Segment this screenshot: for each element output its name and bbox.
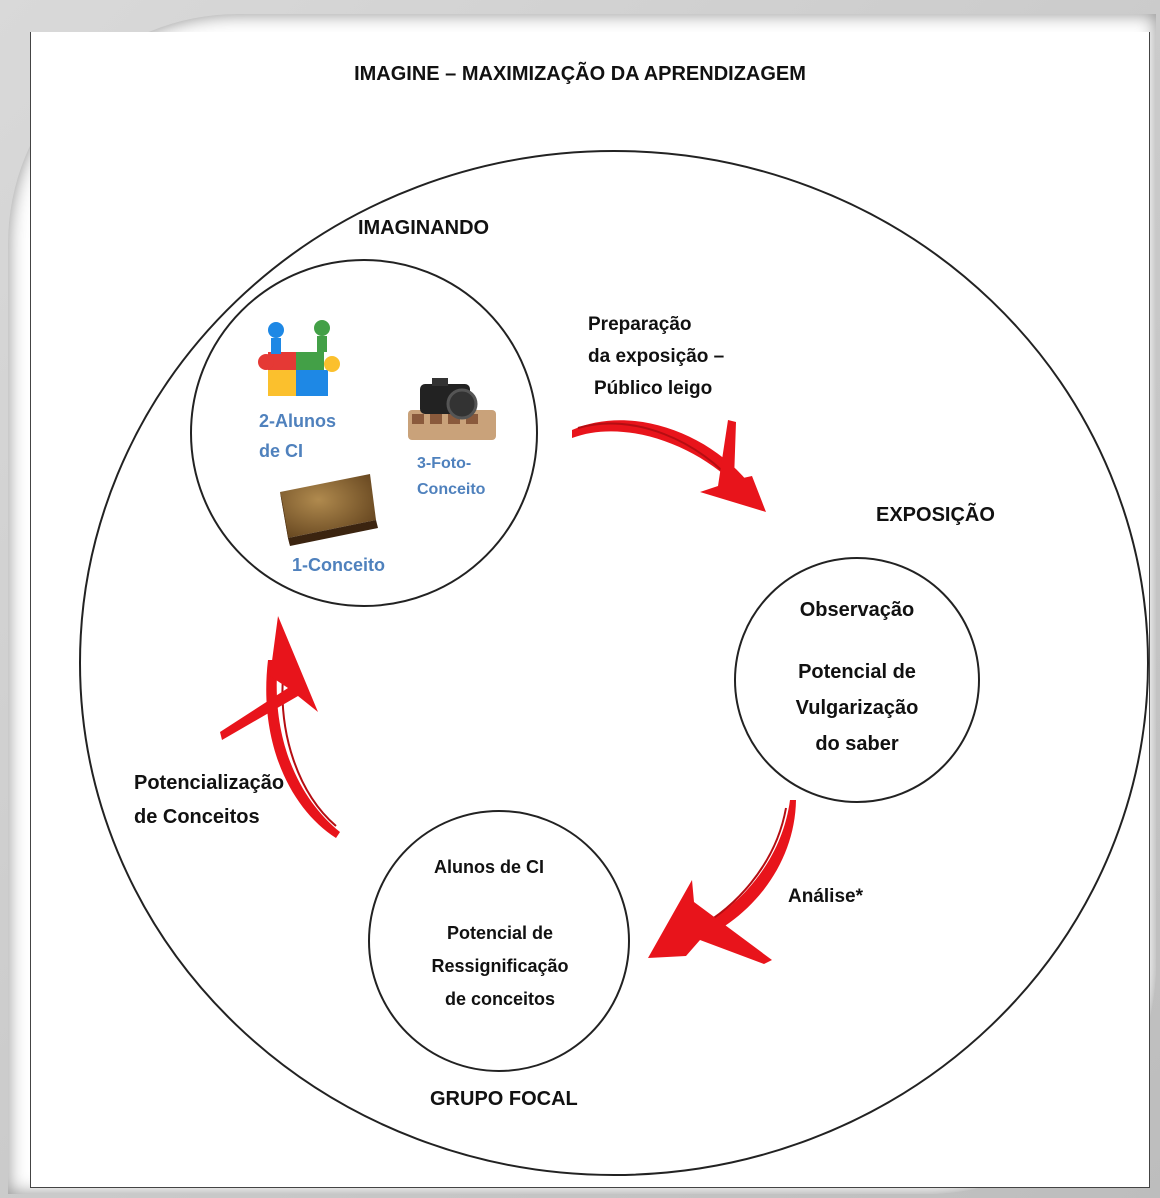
team-puzzle-icon (258, 320, 340, 396)
ressignificacao-line-1: Potencial de (446, 923, 554, 943)
vulgarizacao-text: Potencial de Vulgarização do saber (777, 654, 937, 762)
alunos-ci-text: Alunos de CI (434, 857, 545, 877)
vulgarizacao-line-3: do saber (815, 733, 899, 755)
preparacao-line-2: da exposição – (588, 346, 725, 367)
exposicao-heading: EXPOSIÇÃO (876, 504, 995, 526)
analise-label: Análise* (788, 886, 863, 907)
potencializacao-label: Potencialização de Conceitos (134, 766, 284, 834)
arrow-potencializacao (220, 616, 340, 838)
preparacao-line-3: Público leigo (594, 378, 713, 399)
camera-film-icon (408, 378, 496, 440)
outer-cycle-circle (79, 150, 1149, 1176)
old-book-icon (280, 474, 378, 546)
alunos-ci-line-1: 2-Alunos (259, 411, 337, 431)
ressignificacao-text: Potencial de Ressignificação de conceito… (420, 917, 580, 1016)
ressignificacao-line-2: Ressignificação (431, 956, 569, 976)
foto-conceito-line-2: Conceito (417, 481, 486, 498)
potencializacao-line-1: Potencialização (134, 772, 285, 794)
arrow-preparacao (572, 420, 766, 512)
preparacao-line-1: Preparação (588, 314, 692, 335)
alunos-ci-line-2: de CI (259, 441, 304, 461)
vulgarizacao-line-1: Potencial de (798, 661, 916, 683)
foto-conceito-label: 3-Foto- Conceito (417, 451, 485, 503)
imaginando-heading: IMAGINANDO (358, 217, 490, 239)
exposicao-circle (734, 557, 980, 803)
conceito-label: 1-Conceito (292, 555, 386, 575)
foto-conceito-line-1: 3-Foto- (417, 455, 472, 472)
arrow-analise (648, 800, 796, 964)
alunos-ci-label: 2-Alunos de CI (259, 406, 336, 466)
ressignificacao-line-3: de conceitos (444, 989, 556, 1009)
potencializacao-line-2: de Conceitos (134, 806, 260, 828)
grupo-focal-circle (368, 810, 630, 1072)
observacao-text: Observação (799, 599, 915, 621)
diagram-title: IMAGINE – MAXIMIZAÇÃO DA APRENDIZAGEM (354, 63, 806, 85)
vulgarizacao-line-2: Vulgarização (795, 697, 919, 719)
preparacao-label: Preparação da exposição – Público leigo (588, 309, 724, 405)
grupo-focal-heading: GRUPO FOCAL (430, 1088, 578, 1110)
